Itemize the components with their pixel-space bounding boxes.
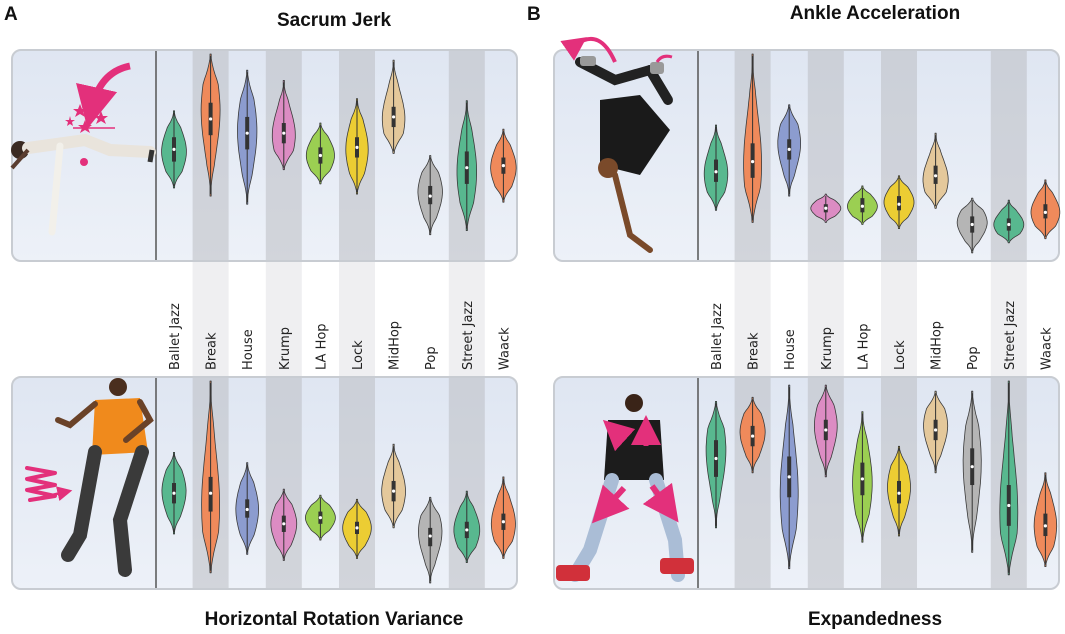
violin-expandedness-pop (962, 390, 982, 553)
violin-ankle-acceleration-pop (956, 197, 988, 254)
violin-ankle-acceleration-krump (810, 193, 842, 223)
violin-sacrum-jerk-la-hop (305, 122, 335, 185)
category-label-pop: Pop (424, 346, 439, 370)
category-label-la-hop: LA Hop (314, 323, 329, 370)
dancer-expanded-photo (556, 394, 694, 582)
category-label-waack: Waack (497, 327, 512, 370)
category-label-midhop: MidHop (388, 321, 403, 370)
violin-horizontal-rotation-variance-la-hop (305, 494, 336, 541)
panel-label-a: A (4, 4, 18, 25)
stripe-gap (734, 262, 771, 376)
dancer-rotation-photo (55, 378, 154, 577)
violin-sacrum-jerk-krump (271, 79, 296, 171)
category-label-ballet-jazz: Ballet Jazz (710, 303, 725, 370)
category-label-ballet-jazz: Ballet Jazz (168, 303, 183, 370)
violin-horizontal-rotation-variance-pop (418, 496, 443, 584)
category-label-midhop: MidHop (930, 321, 945, 370)
violin-sacrum-jerk-ballet-jazz (161, 110, 187, 189)
violin-horizontal-rotation-variance-midhop (381, 443, 406, 529)
violin-sacrum-jerk-lock (345, 98, 369, 195)
category-label-house: House (241, 329, 256, 370)
breakdancer-jerk-photo (10, 133, 156, 236)
violin-ankle-acceleration-street-jazz (993, 199, 1025, 244)
stripe-gap (807, 262, 844, 376)
violin-ankle-acceleration-la-hop (847, 185, 878, 225)
chart-title-expandedness: Expandedness (808, 609, 942, 630)
violin-ankle-acceleration-midhop (922, 132, 949, 209)
violin-expandedness-krump (814, 384, 838, 478)
chart-title-sacrum-jerk: Sacrum Jerk (277, 10, 392, 31)
violin-expandedness-la-hop (852, 411, 873, 543)
stripe (807, 51, 844, 260)
category-label-la-hop: LA Hop (856, 323, 871, 370)
stripe-gap (990, 262, 1027, 376)
violin-sacrum-jerk-break (200, 53, 221, 197)
stripe-gap (881, 262, 917, 376)
violins (161, 53, 1061, 584)
violin-sacrum-jerk-house (237, 69, 258, 205)
stripe-gap (448, 262, 485, 376)
stripe-gap (265, 262, 302, 376)
violin-horizontal-rotation-variance-krump (270, 488, 298, 561)
violin-expandedness-street-jazz (999, 380, 1019, 576)
category-label-lock: Lock (893, 340, 908, 370)
panel-sacrum-jerk (11, 49, 518, 262)
violin-horizontal-rotation-variance-waack (490, 476, 516, 559)
breakdancer-handstand-photo (560, 37, 673, 253)
violin-horizontal-rotation-variance-break (201, 380, 220, 574)
violin-horizontal-rotation-variance-house (235, 462, 259, 555)
violin-ankle-acceleration-lock (883, 175, 915, 229)
violin-horizontal-rotation-variance-street-jazz (453, 490, 481, 563)
panel-label-b: B (527, 4, 541, 25)
violin-sacrum-jerk-midhop (381, 59, 406, 154)
stripe-gap (339, 262, 375, 376)
category-label-waack: Waack (1039, 327, 1054, 370)
violin-sacrum-jerk-street-jazz (456, 100, 477, 232)
violin-ankle-acceleration-waack (1030, 179, 1061, 240)
star-icon (65, 104, 115, 133)
violin-sacrum-jerk-pop (417, 155, 443, 236)
category-label-krump: Krump (278, 327, 293, 370)
chart-title-ankle-acceleration: Ankle Acceleration (790, 3, 960, 24)
stripe-gap (192, 262, 229, 376)
chart-title-horizontal-rotation-variance: Horizontal Rotation Variance (205, 609, 464, 630)
category-label-house: House (783, 329, 798, 370)
violin-ankle-acceleration-break (743, 53, 762, 223)
category-label-lock: Lock (351, 340, 366, 370)
violin-ankle-acceleration-ballet-jazz (703, 124, 729, 211)
violin-expandedness-ballet-jazz (705, 401, 727, 529)
violin-expandedness-waack (1033, 472, 1058, 568)
violin-expandedness-house (779, 384, 799, 570)
violin-expandedness-midhop (923, 390, 949, 474)
stripes-left (192, 51, 485, 588)
violin-expandedness-break (739, 396, 766, 474)
violin-horizontal-rotation-variance-lock (342, 498, 372, 559)
category-label-street-jazz: Street Jazz (1003, 301, 1018, 370)
magenta-arrow-icon (76, 62, 131, 129)
violin-sacrum-jerk-waack (490, 128, 517, 203)
panel-ankle-acceleration (553, 49, 1060, 262)
zigzag-arrow-icon (25, 466, 73, 502)
category-label-break: Break (747, 332, 762, 370)
violin-horizontal-rotation-variance-ballet-jazz (161, 452, 187, 535)
category-label-pop: Pop (966, 346, 981, 370)
category-label-street-jazz: Street Jazz (461, 301, 476, 370)
violin-expandedness-lock (887, 445, 911, 537)
category-label-krump: Krump (820, 327, 835, 370)
category-labels: Ballet Jazz Break House Krump LA Hop Lock MidH… (168, 301, 1054, 370)
violin-ankle-acceleration-house (777, 104, 801, 197)
category-label-break: Break (205, 332, 220, 370)
